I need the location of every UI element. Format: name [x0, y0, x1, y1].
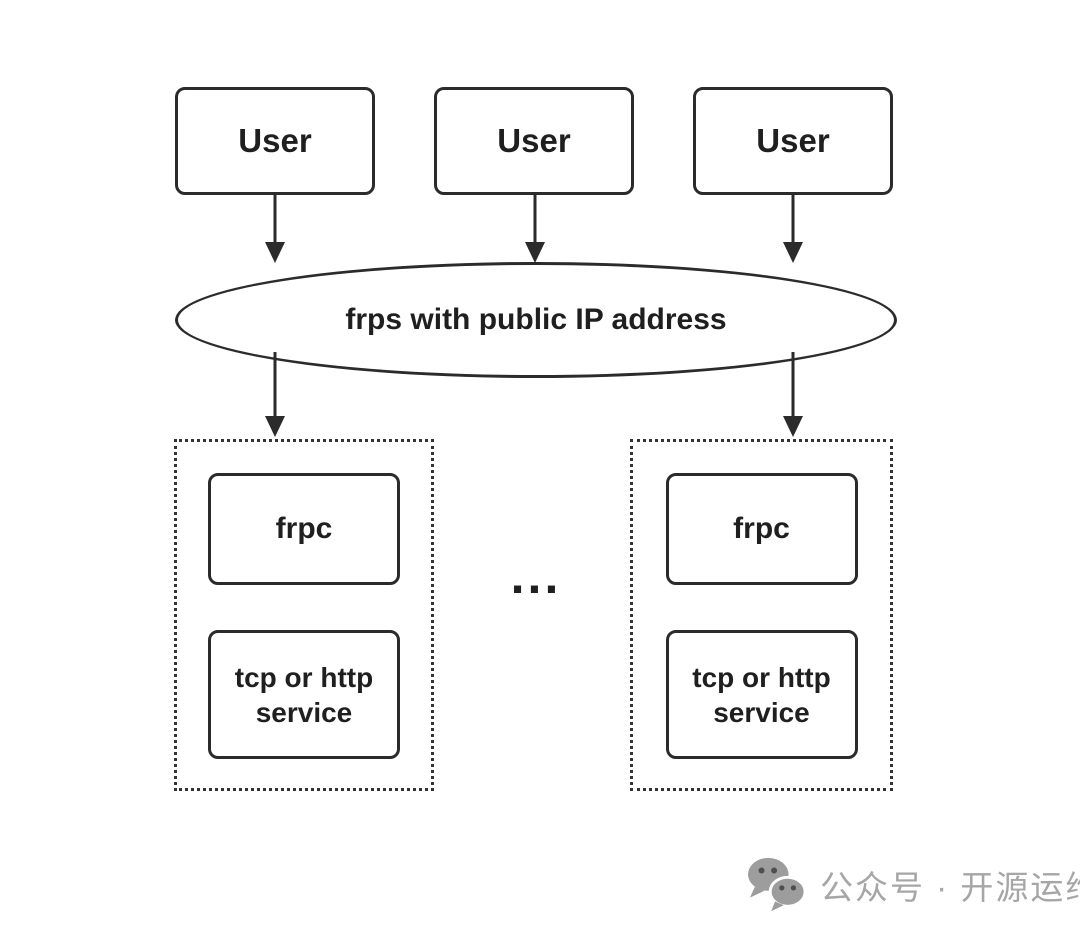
- arrow-stem: [791, 195, 795, 246]
- frps-server-label: frps with public IP address: [345, 303, 727, 336]
- service-box-2-label: tcp or http service: [692, 661, 831, 728]
- arrow-head: [265, 242, 285, 263]
- client-group-2: frpc tcp or http service: [630, 439, 893, 791]
- arrow-stem: [273, 195, 277, 246]
- wechat-icon: [746, 856, 808, 914]
- frpc-box-1: frpc: [208, 473, 400, 585]
- service-box-2: tcp or http service: [665, 630, 858, 759]
- arrow-head: [783, 242, 803, 263]
- arrow-head: [525, 242, 545, 263]
- arrow-user1-to-frps-icon: [265, 195, 285, 263]
- frps-server-ellipse: frps with public IP address: [175, 262, 897, 378]
- arrow-head: [783, 416, 803, 437]
- arrow-head: [265, 416, 285, 437]
- arrow-stem: [533, 195, 537, 246]
- arrow-user3-to-frps-icon: [783, 195, 803, 263]
- client-group-1: frpc tcp or http service: [174, 439, 434, 791]
- user-box-1: User: [175, 87, 375, 195]
- arrow-frps-to-client1-icon: [265, 352, 285, 437]
- arrow-stem: [791, 352, 795, 420]
- arrow-user2-to-frps-icon: [525, 195, 545, 263]
- watermark-text: 公众号 · 开源运维: [820, 869, 1080, 906]
- arrow-frps-to-client2-icon: [783, 352, 803, 437]
- service-box-1-label: tcp or http service: [234, 661, 374, 728]
- user-box-2: User: [434, 87, 634, 195]
- user-box-3-label: User: [756, 122, 830, 159]
- user-box-1-label: User: [238, 122, 312, 159]
- user-box-3: User: [693, 87, 893, 195]
- frpc-box-2-label: frpc: [733, 512, 790, 545]
- arrow-stem: [273, 352, 277, 420]
- watermark: 公众号 · 开源运维: [746, 856, 1080, 914]
- more-clients-ellipsis: ...: [510, 548, 562, 604]
- frpc-box-1-label: frpc: [275, 512, 333, 545]
- service-box-1: tcp or http service: [208, 630, 400, 759]
- frpc-box-2: frpc: [665, 473, 858, 585]
- user-box-2-label: User: [497, 122, 571, 159]
